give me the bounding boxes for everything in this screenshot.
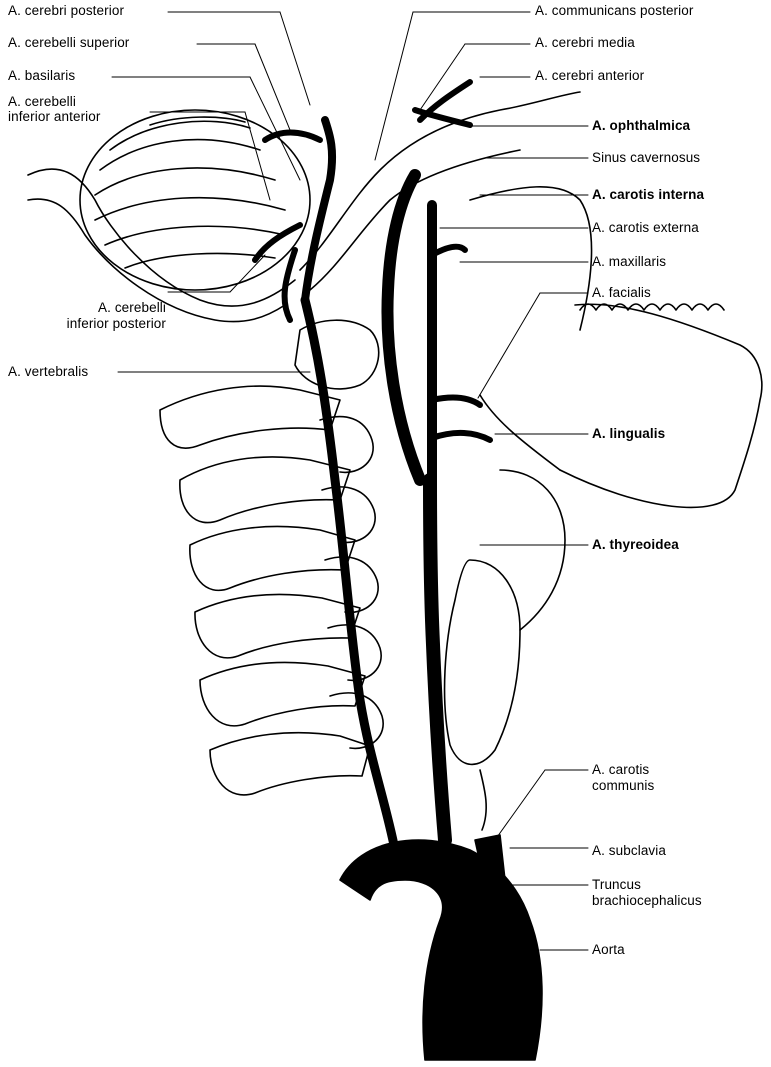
branch-arteries: [252, 79, 493, 443]
label-maxillaris: A. maxillaris: [592, 254, 667, 269]
label-lingualis: A. lingualis: [592, 426, 666, 441]
label-cerebelli-superior: A. cerebelli superior: [8, 35, 130, 50]
label-vertebralis: A. vertebralis: [8, 364, 89, 379]
cervical-vertebrae: [159, 319, 384, 796]
label-carotis-communis-line2: communis: [592, 778, 655, 793]
label-cerebelli-inferior-anterior-line2: inferior anterior: [8, 109, 101, 124]
thyroid-gland: [443, 469, 566, 831]
label-cerebelli-inferior-posterior-line2: inferior posterior: [66, 316, 166, 331]
label-cerebri-media: A. cerebri media: [535, 35, 635, 50]
aorta-arch: [339, 834, 543, 1061]
label-carotis-communis-line1: A. carotis: [592, 762, 650, 777]
arteries: [300, 116, 452, 855]
label-aorta: Aorta: [592, 942, 625, 957]
label-cerebri-anterior: A. cerebri anterior: [535, 68, 645, 83]
label-communicans-posterior: A. communicans posterior: [535, 3, 694, 18]
label-truncus-line1: Truncus: [592, 877, 641, 892]
label-sinus-cavernosus: Sinus cavernosus: [592, 150, 701, 165]
label-truncus-line2: brachiocephalicus: [592, 893, 702, 908]
label-basilaris: A. basilaris: [8, 68, 76, 83]
label-subclavia: A. subclavia: [592, 843, 666, 858]
label-cerebelli-inferior-posterior-line1: A. cerebelli: [98, 300, 166, 315]
skull-base: [27, 91, 593, 331]
mandible: [479, 303, 763, 509]
label-thyreoidea: A. thyreoidea: [592, 537, 679, 552]
label-cerebelli-inferior-anterior-line1: A. cerebelli: [8, 94, 76, 109]
label-cerebri-posterior: A. cerebri posterior: [8, 3, 125, 18]
leader-lines: [111, 11, 589, 951]
label-carotis-externa: A. carotis externa: [592, 220, 699, 235]
label-ophthalmica: A. ophthalmica: [592, 118, 691, 133]
label-carotis-interna: A. carotis interna: [592, 187, 705, 202]
label-facialis: A. facialis: [592, 285, 651, 300]
